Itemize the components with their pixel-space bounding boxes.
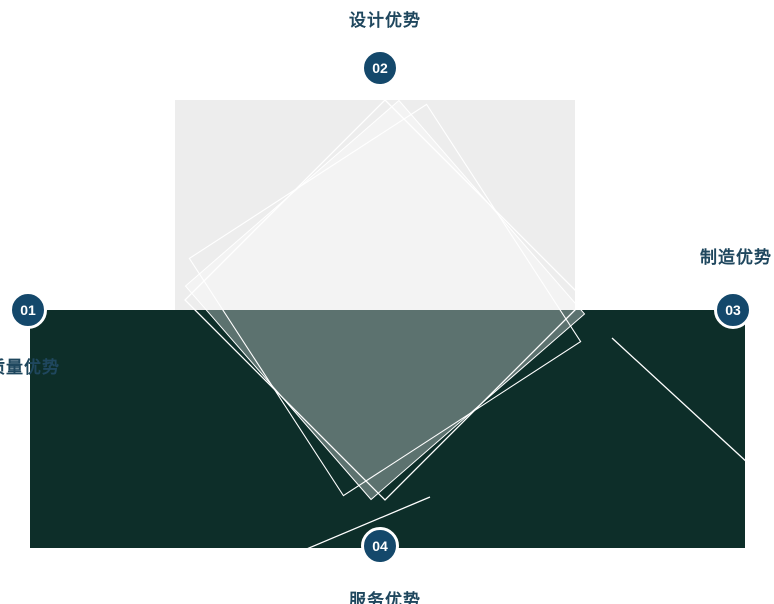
badge-02: 02 — [361, 49, 399, 87]
outline-diamond-a — [184, 99, 586, 501]
badge-04-number: 04 — [372, 538, 388, 554]
diagonal-line-bottom-left — [232, 496, 431, 581]
badge-01-number: 01 — [20, 302, 36, 318]
badge-01-circle — [9, 291, 47, 329]
dark-band — [30, 310, 745, 548]
label-design-advantage: 设计优势 — [349, 11, 421, 30]
badge-03-circle — [714, 291, 752, 329]
diamond-overlay — [184, 99, 586, 501]
label-service-advantage: 服务优势 — [349, 591, 421, 604]
badge-02-number: 02 — [372, 60, 388, 76]
badge-03-number: 03 — [725, 302, 741, 318]
label-quality-advantage: 质量优势 — [0, 358, 60, 377]
badge-04-circle — [361, 527, 399, 565]
outline-diamond-b — [188, 103, 582, 497]
badge-01: 01 — [9, 291, 47, 329]
badge-02-circle — [361, 49, 399, 87]
badge-03: 03 — [714, 291, 752, 329]
badge-04: 04 — [361, 527, 399, 565]
diagonal-line-right — [611, 337, 750, 465]
label-manufacturing-advantage: 制造优势 — [700, 248, 772, 267]
